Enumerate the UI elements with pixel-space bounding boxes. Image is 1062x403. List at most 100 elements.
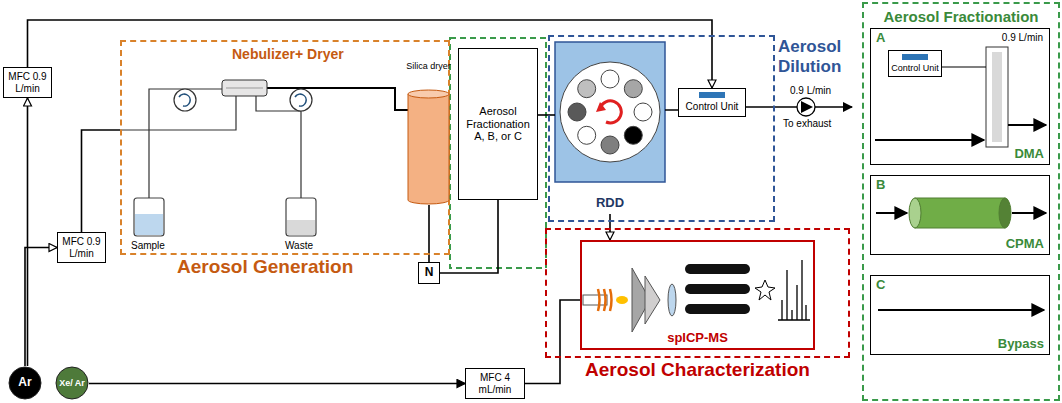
option-box: B CPMA bbox=[870, 175, 1050, 255]
rdd-link bbox=[665, 109, 678, 111]
dma-illustration bbox=[875, 47, 1046, 147]
dma-inlet bbox=[875, 139, 984, 141]
node-label: Aerosol Characterization bbox=[547, 359, 848, 381]
control-unit: Control Unit bbox=[888, 50, 942, 77]
node-label: N bbox=[425, 266, 434, 280]
dryer-column: Silica dryer bbox=[405, 60, 452, 205]
node-label: MFC 0.9 L/min bbox=[60, 236, 103, 259]
section-frame: Nebulizer+ DryerAerosol GenerationSilica… bbox=[120, 40, 450, 255]
waste-liquid bbox=[287, 220, 315, 235]
rotation-arrow bbox=[600, 101, 621, 123]
node-sublabel: CPMA bbox=[1006, 237, 1044, 252]
plasma bbox=[616, 296, 628, 304]
node-label: C bbox=[876, 278, 885, 293]
cpma-inlet bbox=[876, 212, 907, 214]
annotation-label: To exhaust bbox=[783, 118, 831, 130]
disk-cavity bbox=[624, 126, 642, 144]
node-sublabel: Aerosol Generation bbox=[177, 256, 353, 278]
node-label: Aerosol Fractionation A, B, or C bbox=[461, 105, 535, 143]
cpma-cylinder bbox=[915, 198, 1005, 228]
rotation-mark bbox=[295, 94, 306, 106]
sample-bottle bbox=[134, 198, 164, 236]
rotation-arrowhead bbox=[596, 102, 606, 112]
flow-controller: MFC 4 mL/min bbox=[465, 368, 525, 399]
sheath-line bbox=[942, 66, 986, 67]
pump-symbol bbox=[797, 98, 815, 116]
quadrupole-rod bbox=[685, 304, 750, 314]
annotation-label: Waste bbox=[285, 240, 313, 252]
flow-connector bbox=[538, 114, 555, 116]
pump-arrow bbox=[801, 101, 813, 113]
cylinder-end bbox=[909, 198, 921, 228]
instrument-box: spICP-MS bbox=[580, 240, 815, 350]
waste-tube bbox=[256, 96, 301, 198]
node-label: spICP-MS bbox=[582, 331, 813, 346]
node-label: MFC 0.9 L/min bbox=[6, 71, 49, 94]
gas-cylinder: Ar bbox=[8, 366, 42, 400]
option-box: A 0.9 L/minDMA Control Unit bbox=[870, 28, 1050, 165]
annotation-label: Sample bbox=[131, 240, 165, 252]
circle-shape bbox=[56, 367, 88, 399]
nebulizer bbox=[222, 80, 267, 96]
flow-controller: MFC 0.9 L/min bbox=[3, 67, 52, 98]
cylinder-top bbox=[408, 90, 449, 98]
disk-cavity bbox=[601, 70, 619, 88]
flow-connector bbox=[609, 214, 611, 240]
sample-liquid bbox=[135, 214, 163, 235]
load-coil bbox=[598, 289, 612, 311]
flow-connector bbox=[27, 98, 29, 366]
roller bbox=[174, 89, 196, 111]
cylinder-outline bbox=[405, 60, 452, 205]
signal-spectrum bbox=[778, 260, 810, 320]
dma-column bbox=[986, 47, 1008, 147]
circle-shape bbox=[9, 367, 41, 399]
rotation-mark bbox=[179, 94, 190, 106]
node-label: Ar bbox=[18, 376, 31, 390]
icp-ms-illustration bbox=[583, 260, 810, 332]
cpma-outlet bbox=[1012, 212, 1046, 214]
node-label: Aerosol Fractionation bbox=[864, 8, 1058, 25]
skimmer-cone bbox=[645, 276, 660, 324]
flow-connector bbox=[28, 20, 713, 88]
node-sublabel: 0.9 L/min bbox=[1002, 32, 1043, 44]
node-label: Control Unit bbox=[686, 101, 739, 113]
flow-connector bbox=[25, 248, 57, 367]
dma-rod bbox=[992, 52, 1002, 142]
flow-connector bbox=[89, 383, 465, 385]
node-label: Aerosol Dilution bbox=[778, 37, 858, 76]
nebulizer-capillary bbox=[226, 88, 263, 89]
cpma-illustration bbox=[876, 198, 1046, 228]
quadrupole-rod bbox=[685, 284, 750, 294]
node-label: Control Unit bbox=[891, 63, 939, 73]
section-frame: Aerosol CharacterizationspICP-MS bbox=[545, 228, 850, 358]
detector-star bbox=[755, 280, 775, 300]
sample-tube bbox=[149, 89, 222, 198]
sample-waste-bottles bbox=[134, 198, 316, 236]
cylinder-end bbox=[999, 198, 1011, 228]
neutralizer-box: N bbox=[418, 262, 440, 284]
disk-cavity bbox=[578, 80, 596, 98]
process-box: Aerosol Fractionation A, B, or C bbox=[458, 48, 538, 200]
disk-cavity bbox=[624, 80, 642, 98]
dma-outlet bbox=[1008, 124, 1046, 126]
flow-connector bbox=[525, 300, 580, 384]
option-box: CBypass bbox=[870, 275, 1050, 355]
disk-cavity bbox=[601, 136, 619, 154]
ion-lens bbox=[668, 284, 676, 316]
node-label: A bbox=[876, 31, 885, 46]
torch bbox=[583, 295, 607, 305]
annotation-label: 0.9 L/min bbox=[790, 85, 831, 97]
aerosol-line bbox=[267, 88, 408, 110]
node-label: Silica dryer bbox=[405, 60, 452, 72]
section-frame: Aerosol DilutionRDDControl Unit bbox=[548, 35, 775, 222]
disk-cavity bbox=[578, 126, 596, 144]
quadrupole-rod bbox=[685, 264, 750, 274]
rdd-housing bbox=[555, 42, 665, 182]
rotating-disk bbox=[560, 62, 660, 162]
nebulizer-tubing bbox=[120, 88, 408, 198]
node-sublabel: DMA bbox=[1014, 147, 1044, 162]
cylinder-body bbox=[408, 94, 449, 204]
disk-cavity bbox=[568, 103, 586, 121]
node-label: B bbox=[876, 178, 885, 193]
